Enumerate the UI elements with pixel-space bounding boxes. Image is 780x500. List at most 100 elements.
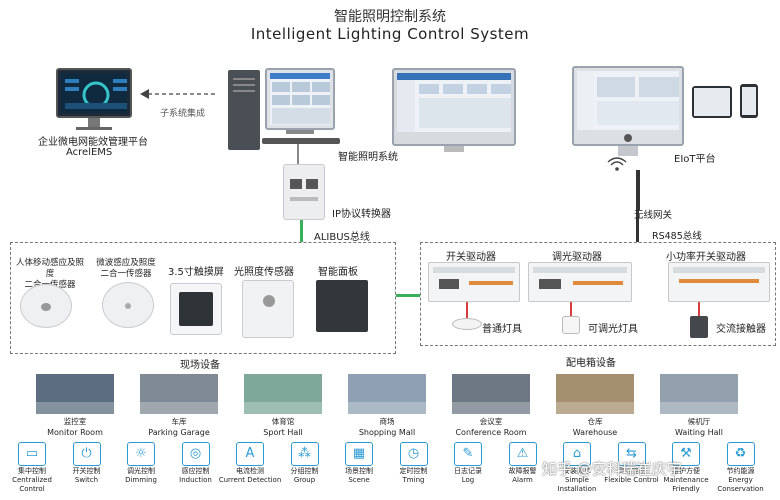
- feature-label-en: Alarm: [512, 476, 533, 484]
- feature-label-en: Maintenance Friendly: [663, 476, 709, 493]
- feature-label-en: Induction: [179, 476, 212, 484]
- light-sensor-device: [242, 280, 294, 338]
- scene-label-en: Monitor Room: [47, 428, 103, 437]
- field-device-label-3: 3.5寸触摸屏: [168, 267, 224, 278]
- motion-sensor-device: [20, 284, 72, 328]
- scene-label-cn: 会议室: [479, 417, 503, 426]
- eiot-monitor: [572, 66, 684, 146]
- scene-label-en: Shopping Mall: [358, 428, 416, 437]
- cabinet-label: 配电箱设备: [566, 358, 616, 369]
- feature-label-cn: 集中控制: [18, 467, 46, 475]
- switch-icon: ⏻: [72, 442, 101, 466]
- feature-label-cn: 场景控制: [345, 467, 373, 475]
- scene-label-en: Conference Room: [455, 428, 527, 437]
- wifi-icon: [607, 157, 627, 171]
- scene-image-5: [556, 374, 634, 414]
- scene-label-en: Warehouse: [572, 428, 618, 437]
- feature-label-en: Flexible Control: [604, 476, 659, 484]
- center-monitor-left: [265, 68, 335, 130]
- timer-icon: ◷: [399, 442, 428, 466]
- scene-icon: ▦: [345, 442, 373, 466]
- scenes-row: 监控室 Monitor Room 车库 Parking Garage 体育馆 Sport …: [32, 374, 752, 440]
- energy-icon: ♻: [726, 442, 755, 466]
- load-label-2: 可调光灯具: [588, 324, 638, 335]
- scene-label-cn: 仓库: [587, 417, 603, 426]
- driver-label-3: 小功率开关驱动器: [666, 252, 746, 263]
- scene-image-6: [660, 374, 738, 414]
- scene-label-cn: 体育馆: [271, 417, 295, 426]
- gateway-antenna: [636, 170, 640, 210]
- line-pc-to-converter: [297, 144, 299, 164]
- contactor-device: [690, 316, 708, 338]
- feature-label-cn: 节约能源: [726, 467, 755, 475]
- scene-label-cn: 商场: [379, 417, 395, 426]
- feature-label-cn: 电流检测: [236, 467, 264, 475]
- feature-label-cn: 分组控制: [290, 467, 319, 475]
- eiot-monitor-screen: [577, 71, 679, 130]
- switch-driver-device: [428, 262, 520, 302]
- scene-image-0: [36, 374, 114, 414]
- touch-screen-device: [170, 283, 222, 335]
- feature-label-cn: 定时控制: [399, 467, 428, 475]
- line-driver1-to-load: [466, 302, 468, 322]
- center-monitor-right: [392, 68, 516, 146]
- scene-label-cn: 车库: [171, 417, 187, 426]
- scene-label-cn: 监控室: [63, 417, 87, 426]
- ems-monitor-base: [76, 127, 112, 130]
- driver-label-1: 开关驱动器: [446, 252, 496, 263]
- phone: [740, 84, 758, 118]
- smart-panel-device: [316, 280, 368, 332]
- center-monitor-left-base: [286, 130, 314, 134]
- feature-label-cn: 调光控制: [127, 467, 155, 475]
- rs485-label: RS485总线: [652, 231, 702, 242]
- scene-image-1: [140, 374, 218, 414]
- center-monitor-right-screen: [397, 73, 511, 132]
- eiot-monitor-stand: [618, 146, 638, 156]
- field-devices-label: 现场设备: [180, 360, 220, 371]
- scene-label-en: Parking Garage: [148, 428, 210, 437]
- maintenance-icon: ⚒: [672, 442, 700, 466]
- rs485-line: [636, 210, 639, 242]
- feature-label-cn: 安装简单: [563, 467, 591, 475]
- scene-label-en: Waiting Hall: [675, 428, 723, 437]
- wireless-gateway-label: 无线网关: [634, 210, 673, 221]
- ems-label-en: AcrelEMS: [66, 147, 113, 158]
- scene-label-cn: 候机厅: [687, 417, 711, 426]
- low-power-driver-device: [668, 262, 770, 302]
- feature-label-cn: 日志记录: [454, 467, 482, 475]
- scene-label-en: Sport Hall: [263, 428, 303, 437]
- dimming-driver-device: [528, 262, 632, 302]
- feature-label-en: Energy Conservation: [717, 476, 764, 493]
- ems-dashboard-graphic: [65, 79, 127, 109]
- field-device-label-5: 智能面板: [318, 267, 358, 278]
- ems-label-cn: 企业微电网能效管理平台: [38, 137, 148, 148]
- alarm-icon: ⚠: [508, 442, 537, 466]
- ip-converter-label: IP协议转换器: [332, 209, 391, 220]
- tablet: [692, 86, 732, 118]
- cabinet-box: [420, 242, 776, 346]
- keyboard: [262, 138, 340, 144]
- subsystem-label: 子系统集成: [160, 109, 206, 119]
- center-monitor-right-stand: [444, 146, 464, 152]
- microwave-sensor-device: [102, 282, 154, 328]
- field-devices-box: [10, 242, 396, 354]
- line-driver3-to-load: [698, 302, 700, 316]
- induction-icon: ◎: [181, 442, 210, 466]
- feature-label-en: Centralized Control: [12, 476, 52, 493]
- feature-label-en: Log: [461, 476, 475, 484]
- feature-label-cn: 维护方便: [672, 467, 700, 475]
- ems-monitor-stand: [88, 118, 100, 128]
- ip-converter: [283, 164, 325, 220]
